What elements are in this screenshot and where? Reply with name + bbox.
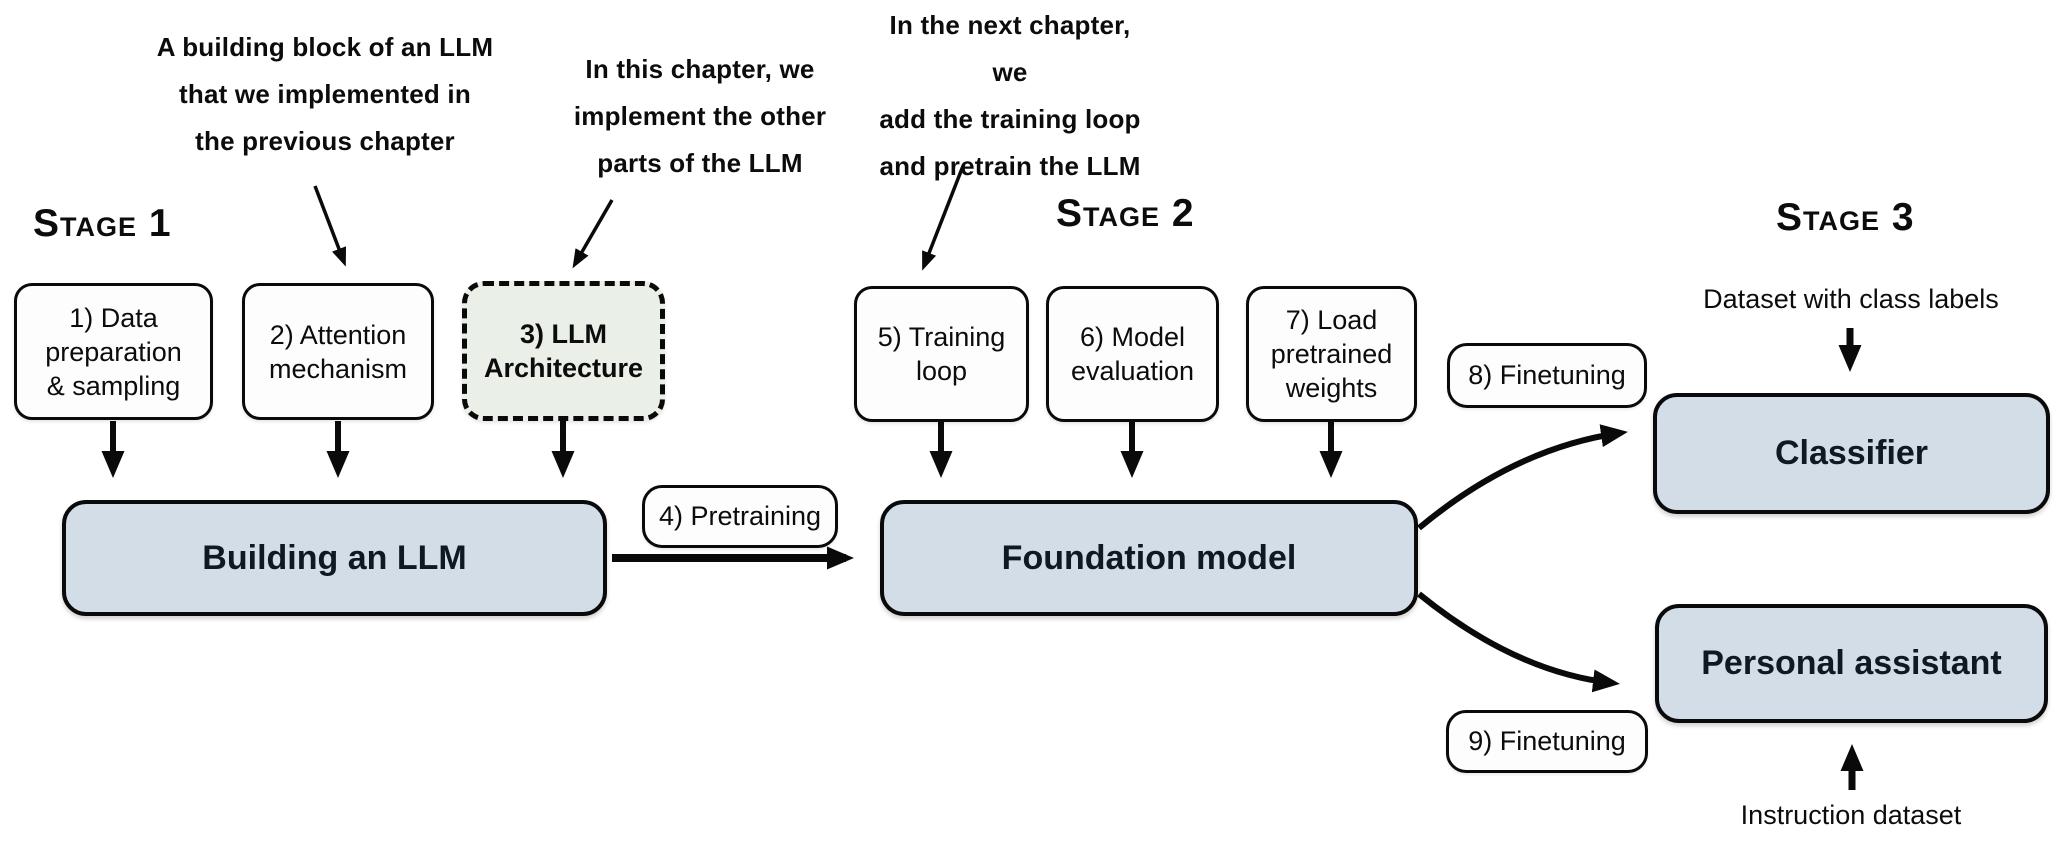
- step-box-data-preparation: 1) Data preparation & sampling: [14, 283, 213, 420]
- arrow-foundation-to-classifier: [1417, 424, 1628, 531]
- stage-1-label: Stage 1: [33, 202, 172, 245]
- annotation-this-chapter: In this chapter, we implement the other …: [573, 54, 827, 178]
- stage-3-label: Stage 3: [1776, 196, 1915, 239]
- label-box-finetuning-assistant: 9) Finetuning: [1446, 710, 1648, 773]
- step-box-model-evaluation: 6) Model evaluation: [1046, 286, 1219, 422]
- label-box-pretraining: 4) Pretraining: [642, 485, 838, 548]
- annotation-prev-chapter: A building block of an LLM that we imple…: [156, 32, 494, 156]
- dataset-class-labels-label: Dataset with class labels: [1703, 284, 1999, 314]
- arrow-prev-chapter-note: [313, 185, 347, 267]
- node-building-llm: Building an LLM: [62, 500, 607, 616]
- step-box-load-pretrained-weights: 7) Load pretrained weights: [1246, 286, 1417, 422]
- label-box-finetuning-classifier: 8) Finetuning: [1447, 343, 1647, 408]
- step-box-llm-architecture: 3) LLM Architecture: [462, 281, 665, 421]
- step-box-attention-mechanism: 2) Attention mechanism: [242, 283, 434, 420]
- node-classifier: Classifier: [1653, 393, 2050, 514]
- instruction-dataset-label: Instruction dataset: [1740, 800, 1962, 830]
- stage-2-label: Stage 2: [1056, 192, 1195, 235]
- arrow-this-chapter-note: [572, 199, 614, 269]
- step-box-training-loop: 5) Training loop: [854, 286, 1029, 422]
- annotation-next-chapter: In the next chapter, we add the training…: [879, 10, 1141, 181]
- arrow-foundation-to-assistant: [1417, 591, 1620, 693]
- node-foundation-model: Foundation model: [880, 500, 1418, 616]
- node-personal-assistant: Personal assistant: [1655, 604, 2048, 723]
